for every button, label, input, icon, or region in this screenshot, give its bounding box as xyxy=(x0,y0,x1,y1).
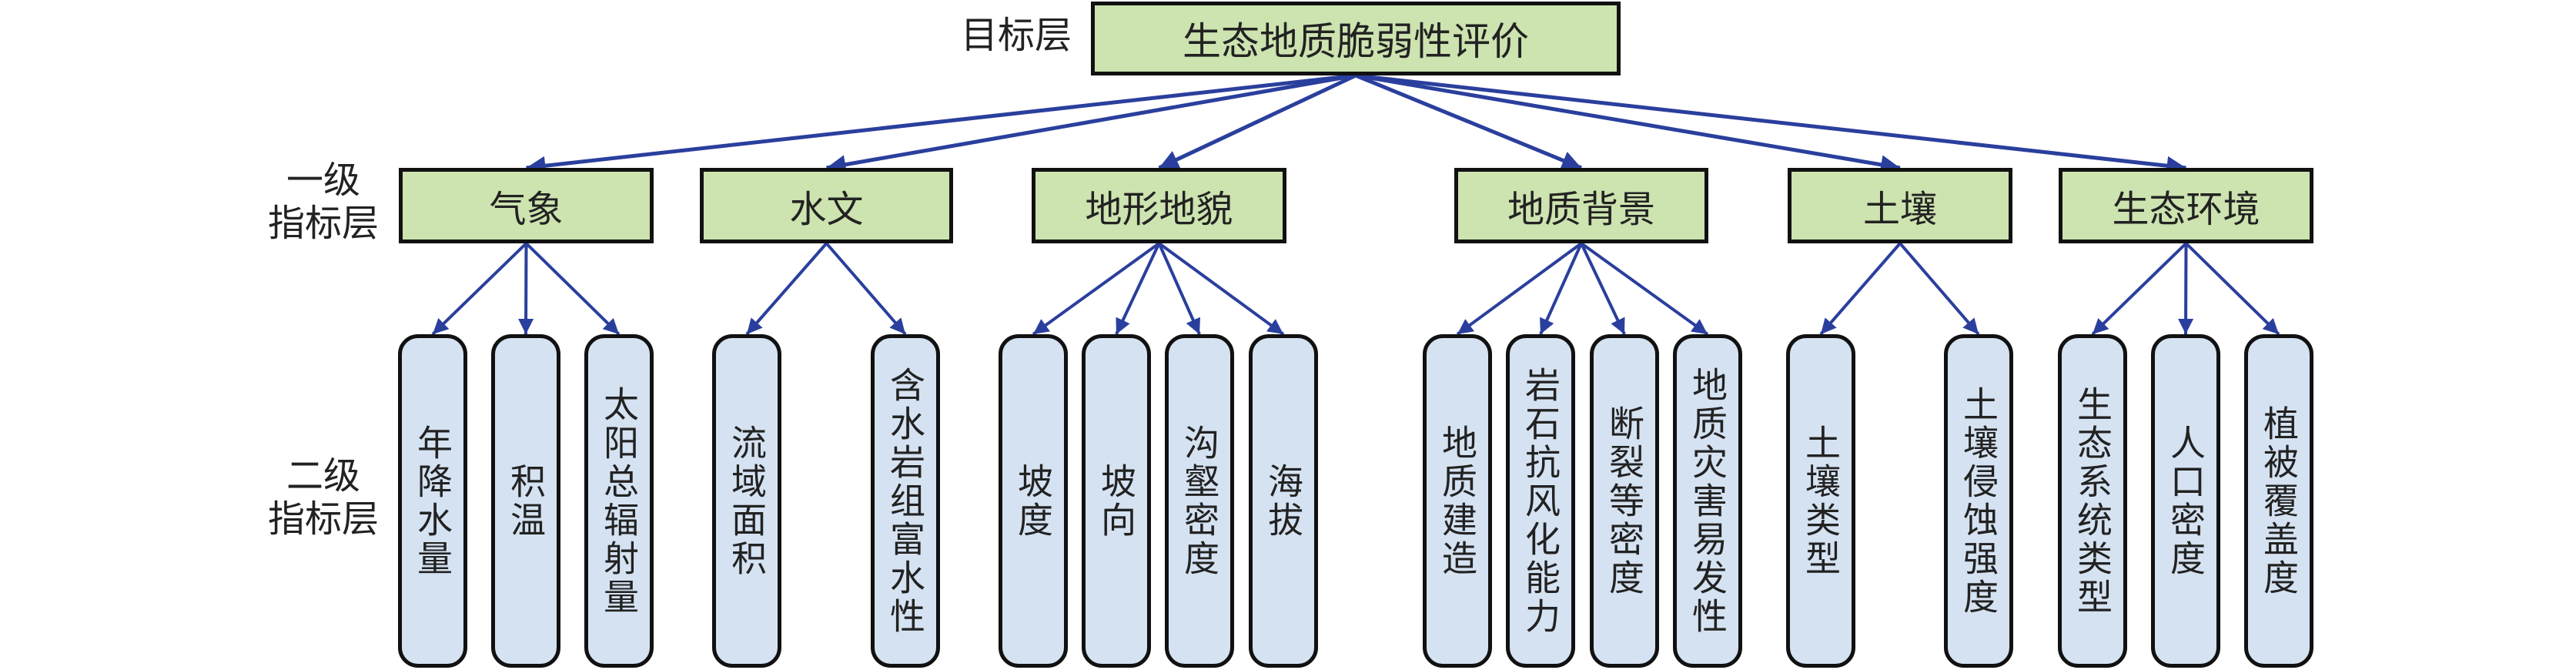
level1-to-level2-arrow xyxy=(1580,242,1709,336)
level2-node-label: 坡向 xyxy=(1096,462,1137,540)
level1-to-level2-arrow xyxy=(2091,242,2187,336)
level2-node: 太阳总辐射量 xyxy=(584,334,654,668)
level2-node: 坡向 xyxy=(1082,334,1151,668)
level1-layer-label: 一级 指标层 xyxy=(267,159,379,245)
level1-to-level2-arrow xyxy=(1819,242,1902,336)
level1-to-level2-arrow xyxy=(1158,242,1285,336)
level2-node: 地质建造 xyxy=(1423,334,1492,668)
level1-to-level2-arrow xyxy=(825,242,907,336)
level1-node: 气象 xyxy=(399,168,654,243)
level2-node-label: 生态系统类型 xyxy=(2072,385,2113,617)
level2-node: 海拔 xyxy=(1249,334,1318,668)
level1-to-level2-arrow xyxy=(525,242,621,336)
level1-node: 地质背景 xyxy=(1454,168,1708,243)
level1-to-level2-arrow xyxy=(1115,243,1161,335)
goal-node-label: 生态地质脆弱性评价 xyxy=(1183,19,1529,64)
level1-to-level2-arrow xyxy=(431,242,527,336)
level2-node: 生态系统类型 xyxy=(2058,334,2127,668)
level2-node: 坡度 xyxy=(999,334,1068,668)
level2-node-label: 太阳总辐射量 xyxy=(598,385,640,617)
level2-node: 岩石抗风化能力 xyxy=(1506,334,1575,668)
level2-node: 流域面积 xyxy=(712,334,781,668)
level1-node: 土壤 xyxy=(1788,168,2012,243)
level2-node: 含水岩组富水性 xyxy=(871,334,940,668)
goal-to-level1-arrow xyxy=(1158,73,1357,170)
level2-node-label: 人口密度 xyxy=(2165,424,2206,578)
level2-node-label: 岩石抗风化能力 xyxy=(1520,366,1561,636)
level2-node: 沟壑密度 xyxy=(1165,334,1234,668)
level2-node: 断裂等密度 xyxy=(1590,334,1659,668)
level1-to-level2-arrow xyxy=(1157,243,1201,335)
goal-to-level1-arrow xyxy=(826,73,1357,175)
level2-layer-label: 二级 指标层 xyxy=(267,454,379,541)
goal-to-level1-arrow xyxy=(1355,73,1901,175)
level2-node: 年降水量 xyxy=(398,334,467,668)
goal-layer-label: 目标层 xyxy=(960,14,1072,57)
level1-to-level2-arrow xyxy=(1899,242,1980,336)
level1-node-label: 土壤 xyxy=(1862,188,1937,231)
level1-to-level2-arrow xyxy=(745,242,828,336)
level2-node: 土壤侵蚀强度 xyxy=(1944,334,2013,668)
level1-node: 水文 xyxy=(700,168,953,243)
level1-node-label: 地形地貌 xyxy=(1085,188,1233,231)
level2-node-label: 海拔 xyxy=(1263,462,1304,540)
level1-node-label: 地质背景 xyxy=(1507,188,1655,231)
level2-node: 植被覆盖度 xyxy=(2244,334,2313,668)
level2-node-label: 沟壑密度 xyxy=(1179,424,1220,578)
level2-node-label: 断裂等密度 xyxy=(1604,404,1645,598)
level1-node-label: 水文 xyxy=(789,188,864,231)
level1-to-level2-arrow xyxy=(1580,243,1626,335)
level2-node-label: 植被覆盖度 xyxy=(2258,404,2300,598)
level2-node-label: 土壤侵蚀强度 xyxy=(1958,385,1999,617)
goal-to-level1-arrow xyxy=(526,73,1357,176)
level2-node: 积温 xyxy=(491,334,560,668)
level1-node: 生态环境 xyxy=(2059,168,2313,243)
level2-node-label: 积温 xyxy=(505,462,547,540)
level1-to-level2-arrow xyxy=(518,243,534,335)
level2-node-label: 地质建造 xyxy=(1437,424,1478,578)
level2-node-label: 流域面积 xyxy=(726,424,768,578)
goal-to-level1-arrow xyxy=(1355,73,2186,176)
level2-node-label: 地质灾害易发性 xyxy=(1687,366,1728,636)
goal-node: 生态地质脆弱性评价 xyxy=(1091,2,1621,75)
level1-node: 地形地貌 xyxy=(1032,168,1286,243)
level1-to-level2-arrow xyxy=(1032,242,1160,336)
level1-node-label: 气象 xyxy=(489,188,564,231)
level2-node: 地质灾害易发性 xyxy=(1673,334,1742,668)
level2-node-label: 年降水量 xyxy=(412,424,453,578)
level2-node: 土壤类型 xyxy=(1786,334,1855,668)
goal-to-level1-arrow xyxy=(1355,73,1582,170)
level2-node: 人口密度 xyxy=(2151,334,2220,668)
level1-node-label: 生态环境 xyxy=(2112,188,2260,231)
level2-node-label: 含水岩组富水性 xyxy=(885,366,926,636)
level1-to-level2-arrow xyxy=(2185,242,2280,336)
level1-to-level2-arrow xyxy=(1456,242,1583,336)
level1-to-level2-arrow xyxy=(1539,243,1583,335)
level2-node-label: 土壤类型 xyxy=(1800,424,1842,578)
level2-node-label: 坡度 xyxy=(1012,462,1054,540)
